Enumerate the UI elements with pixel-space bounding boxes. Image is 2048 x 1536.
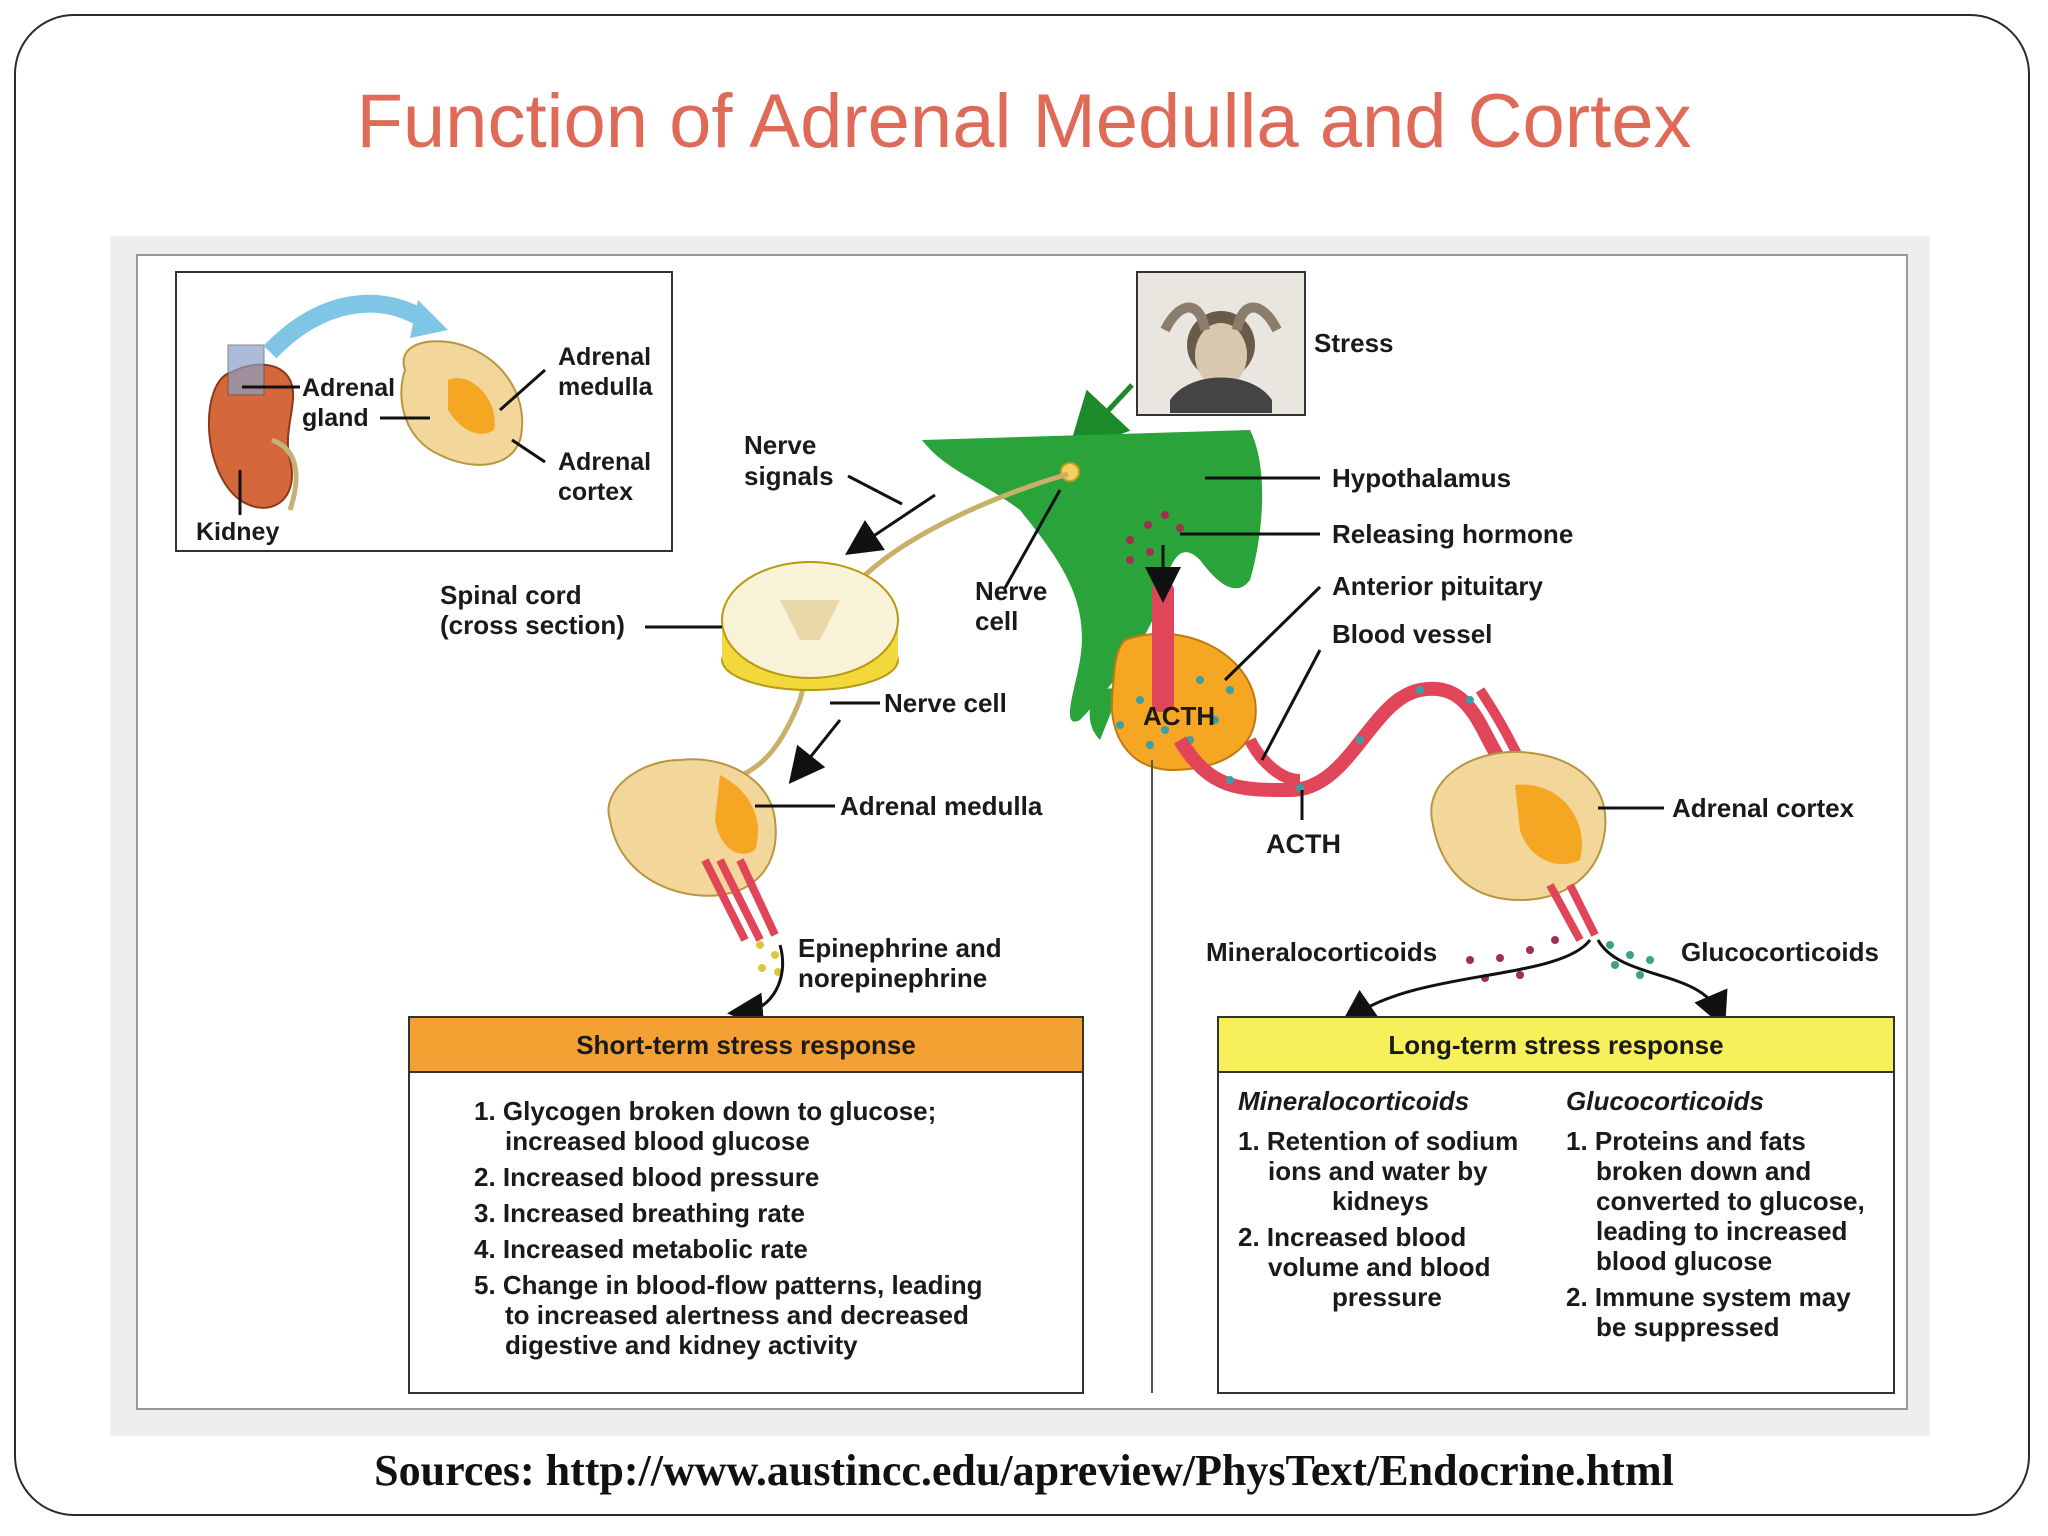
inset-label-kidney: Kidney: [196, 518, 279, 546]
short-term-header: [408, 1016, 1084, 1073]
slide-title: Function of Adrenal Medulla and Cortex: [356, 79, 1692, 164]
short-line-2: increased blood glucose: [505, 1126, 810, 1156]
label-spinal-cord-1: Spinal cord: [440, 580, 582, 610]
acth-dots: [1116, 676, 1234, 749]
short-line-7: to increased alertness and decreased: [505, 1300, 969, 1330]
glucocorticoid-dots: [1606, 941, 1654, 979]
short-line-5: 4. Increased metabolic rate: [474, 1234, 808, 1264]
inset-label-cortex-1: Adrenal: [558, 448, 651, 476]
nerve-cell-body: [1060, 462, 1080, 482]
gluco-line-4: leading to increased: [1596, 1216, 1847, 1246]
mineral-line-5: volume and blood: [1268, 1252, 1490, 1282]
adrenal-medulla-gland: [607, 758, 779, 942]
inset-label-medulla-2: medulla: [558, 373, 654, 401]
mineral-line-4: 2. Increased blood: [1238, 1222, 1466, 1252]
label-blood-vessel: Blood vessel: [1332, 619, 1492, 649]
label-nerve-signals-1: Nerve: [744, 430, 816, 460]
mineral-title: Mineralocorticoids: [1238, 1086, 1469, 1116]
label-nerve-cell-top-1: Nerve: [975, 576, 1047, 606]
short-term-title: Short-term stress response: [576, 1030, 916, 1060]
gluco-line-3: converted to glucose,: [1596, 1186, 1865, 1216]
short-line-3: 2. Increased blood pressure: [474, 1162, 819, 1192]
gluco-line-2: broken down and: [1596, 1156, 1811, 1186]
label-nerve-signals-2: signals: [744, 461, 834, 491]
label-acth-gland: ACTH: [1143, 701, 1215, 731]
short-line-4: 3. Increased breathing rate: [474, 1198, 805, 1228]
adrenal-cortex-gland: [1430, 750, 1607, 942]
stress-photo: [1136, 271, 1306, 416]
releasing-hormone-dots: [1126, 511, 1184, 564]
stress-arrow: [1067, 383, 1134, 454]
label-nerve-cell: Nerve cell: [884, 688, 1007, 718]
portal-vessel: [1152, 582, 1174, 712]
gluco-line-1: 1. Proteins and fats: [1566, 1126, 1806, 1156]
inset-label-medulla-1: Adrenal: [558, 343, 651, 371]
slide-frame: [14, 14, 2030, 1516]
epinephrine-dots: [756, 941, 782, 976]
inset-adrenal-gland: [400, 340, 524, 466]
long-term-title: Long-term stress response: [1388, 1030, 1723, 1060]
label-spinal-cord-2: (cross section): [440, 610, 625, 640]
short-line-1: 1. Glycogen broken down to glucose;: [474, 1096, 936, 1126]
short-line-8: digestive and kidney activity: [505, 1330, 858, 1360]
gluco-line-6: 2. Immune system may: [1566, 1282, 1851, 1312]
label-epinephrine-1: Epinephrine and: [798, 933, 1002, 963]
nerve-signal-arrow: [845, 493, 936, 555]
label-anterior-pituitary: Anterior pituitary: [1332, 571, 1543, 601]
long-term-box: [1217, 1016, 1895, 1394]
spinal-cord-shape: [721, 561, 899, 691]
label-adrenal-cortex: Adrenal cortex: [1672, 793, 1855, 823]
inset-transfer-arrow: [263, 294, 433, 359]
mineral-line-2: ions and water by: [1268, 1156, 1488, 1186]
label-acth-vessel: ACTH: [1266, 829, 1341, 859]
mineral-line-1: 1. Retention of sodium: [1238, 1126, 1518, 1156]
label-glucocorticoids: Glucocorticoids: [1681, 937, 1879, 967]
source-citation: Sources: http://www.austincc.edu/aprevie…: [374, 1446, 1674, 1495]
inset-label-gland-1: Adrenal: [302, 374, 395, 402]
label-epinephrine-2: norepinephrine: [798, 963, 987, 993]
mineralocorticoid-dots: [1466, 936, 1559, 982]
label-adrenal-medulla: Adrenal medulla: [840, 791, 1043, 821]
mineral-line-6: pressure: [1332, 1282, 1442, 1312]
label-releasing-hormone: Releasing hormone: [1332, 519, 1573, 549]
label-nerve-cell-top-2: cell: [975, 606, 1018, 636]
gluco-line-7: be suppressed: [1596, 1312, 1780, 1342]
short-line-6: 5. Change in blood-flow patterns, leadin…: [474, 1270, 982, 1300]
label-hypothalamus: Hypothalamus: [1332, 463, 1511, 493]
mineral-arrow: [1340, 939, 1592, 1026]
gluco-title: Glucocorticoids: [1566, 1086, 1764, 1116]
hypothalamus-shape: [922, 430, 1263, 722]
long-term-header: [1217, 1016, 1895, 1073]
short-term-box: [408, 1016, 1084, 1394]
gluco-arrow: [1596, 939, 1728, 1029]
gluco-line-5: blood glucose: [1596, 1246, 1772, 1276]
inset-label-gland-2: gland: [302, 404, 369, 432]
label-mineralocorticoids: Mineralocorticoids: [1206, 937, 1437, 967]
inset-label-cortex-2: cortex: [558, 478, 633, 506]
mineral-line-3: kidneys: [1332, 1186, 1429, 1216]
label-stress: Stress: [1314, 328, 1394, 358]
